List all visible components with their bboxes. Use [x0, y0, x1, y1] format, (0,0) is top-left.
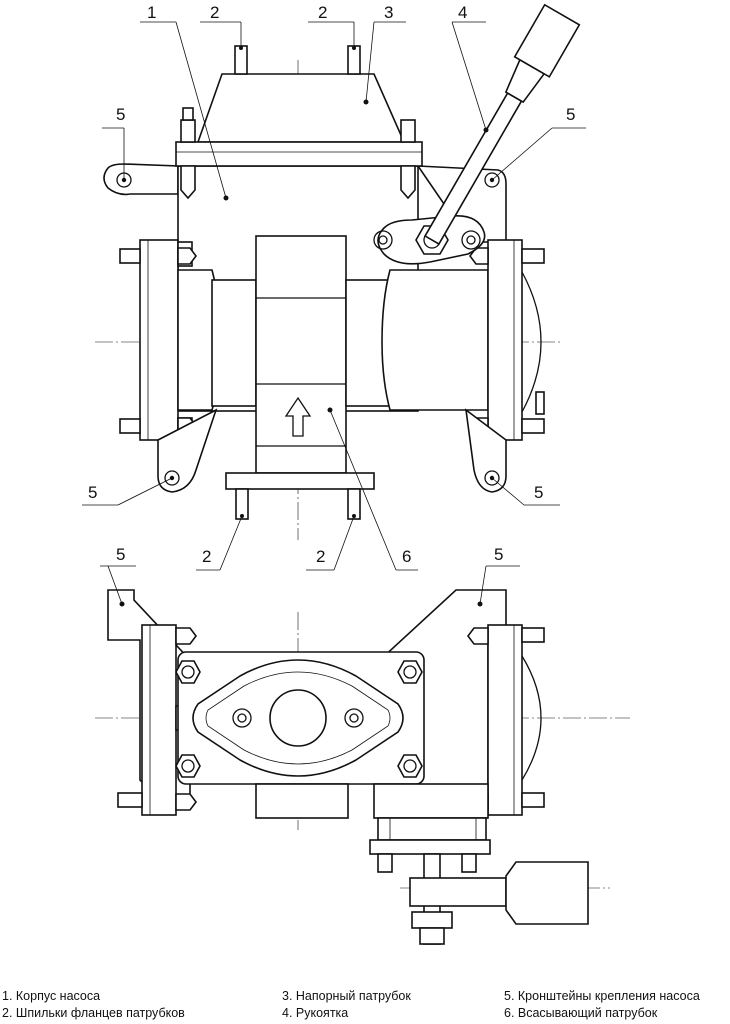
callout-5-side-left: 5: [116, 545, 125, 564]
legend-item-4: 4. Рукоятка: [282, 1006, 349, 1020]
suction-nozzle: [255, 235, 347, 474]
callout-2-top-left: 2: [210, 3, 219, 22]
legend: 1. Корпус насоса 2. Шпильки фланцев патр…: [0, 985, 730, 1024]
handle-mechanism: [369, 817, 589, 945]
flow-arrow-icon: [284, 396, 312, 437]
callout-1: 1: [147, 3, 156, 22]
top-view: [82, 3, 586, 571]
corner-nuts: [175, 660, 423, 778]
legend-item-6: 6. Всасывающий патрубок: [504, 1006, 658, 1020]
legend-item-1: 1. Корпус насоса: [2, 989, 101, 1003]
right-flange: [487, 239, 523, 441]
legend-item-2: 2. Шпильки фланцев патрубков: [2, 1006, 185, 1020]
legend-item-5: 5. Кронштейны крепления насоса: [504, 989, 700, 1003]
bottom-view: [95, 565, 630, 945]
callout-5-right-bottom: 5: [534, 483, 543, 502]
callout-5-left-top: 5: [116, 105, 125, 124]
callout-5-side-right: 5: [494, 545, 503, 564]
bracket-left-top: [103, 163, 179, 196]
left-flange: [139, 239, 179, 441]
callout-5-right-top: 5: [566, 105, 575, 124]
handle-lever: [423, 3, 581, 246]
discharge-nozzle: [196, 73, 406, 143]
callout-2-bottom-right: 2: [316, 547, 325, 566]
legend-item-3: 3. Напорный патрубок: [282, 989, 411, 1003]
callout-5-left-bottom: 5: [88, 483, 97, 502]
callout-6: 6: [402, 547, 411, 566]
callout-4: 4: [458, 3, 467, 22]
pump-technical-drawing: 1 2 2 3 4 5 5 5 5 2 2 6 5 5: [82, 3, 630, 945]
callout-2-top-right: 2: [318, 3, 327, 22]
callout-2-bottom-left: 2: [202, 547, 211, 566]
callout-3: 3: [384, 3, 393, 22]
